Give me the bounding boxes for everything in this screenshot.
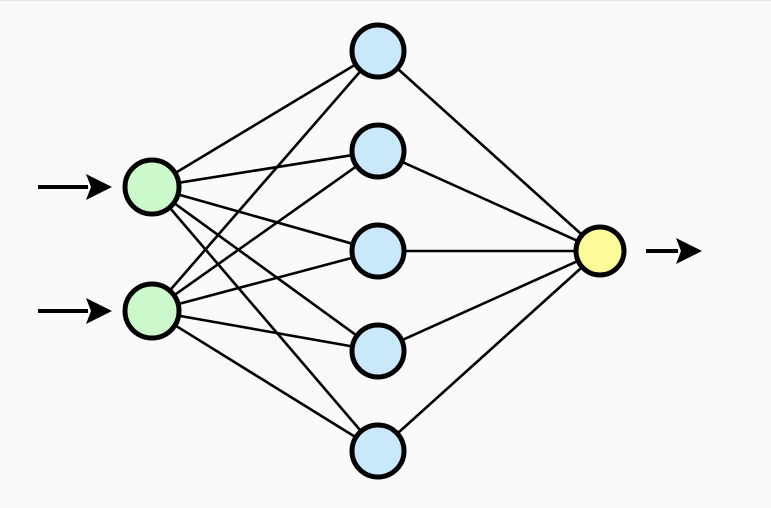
output-layer (573, 224, 627, 278)
input-arrow-1 (38, 174, 112, 200)
arrow-head (676, 238, 702, 264)
connection-edge (176, 192, 355, 246)
connection-edge (400, 160, 580, 243)
hidden-node-4[interactable] (349, 322, 407, 380)
connection-edge (395, 265, 584, 436)
output-arrow-1 (646, 238, 702, 264)
connection-edge (176, 256, 355, 306)
hidden-node-3[interactable] (349, 222, 407, 280)
connection-edge (173, 323, 358, 439)
arrow-head (86, 174, 112, 200)
connection-edge (172, 164, 359, 298)
connection-edge (172, 201, 359, 338)
connection-edge (400, 259, 580, 342)
hidden-layer (349, 22, 407, 480)
arrow-head (86, 298, 112, 324)
connection-edge (395, 66, 584, 237)
output-node-1[interactable] (573, 224, 627, 278)
input-node-2[interactable] (122, 281, 182, 341)
nodes-group (122, 22, 627, 480)
hidden-node-2[interactable] (349, 122, 407, 180)
connection-edge (167, 205, 363, 433)
arrows-group (38, 174, 702, 324)
input-layer (122, 157, 182, 341)
connection-edge (177, 314, 354, 348)
hidden-node-5[interactable] (349, 422, 407, 480)
connection-edge (173, 62, 358, 175)
connection-edge (177, 153, 354, 185)
input-node-1[interactable] (122, 157, 182, 217)
connection-edge (168, 69, 363, 293)
input-arrow-2 (38, 298, 112, 324)
connections-group (167, 62, 584, 439)
hidden-node-1[interactable] (349, 22, 407, 80)
